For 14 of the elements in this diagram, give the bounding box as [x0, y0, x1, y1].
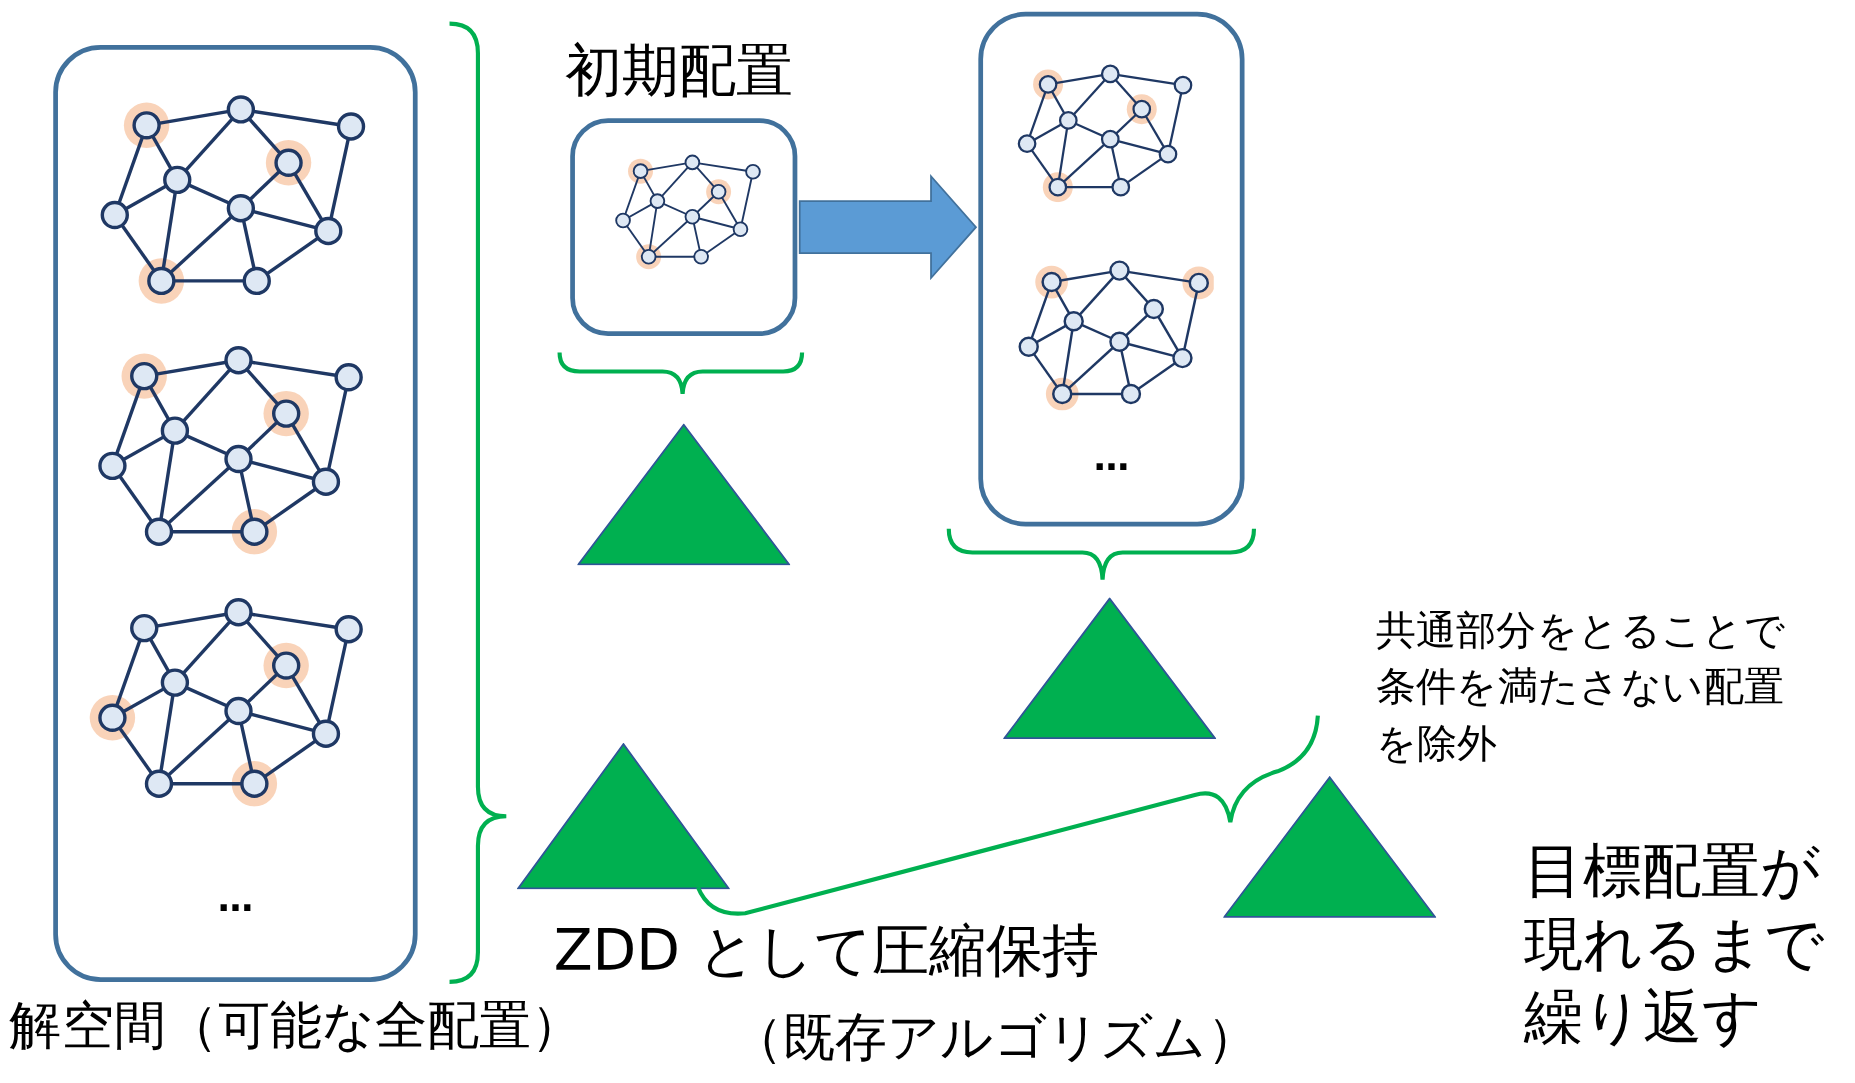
- annotation-text: 目標配置が現れるまで繰り返す: [1523, 835, 1826, 1054]
- caption-text: ZDD として圧縮保持: [553, 915, 1100, 986]
- triangle-shape: [1223, 776, 1437, 918]
- triangle-shape: [1003, 597, 1217, 740]
- triangle-shape: [516, 742, 730, 890]
- ellipsis-text: …: [216, 877, 255, 920]
- caption-text: （既存アルゴリズム）: [731, 1005, 1259, 1070]
- panel-frame: [978, 11, 1245, 527]
- panel-heading: 解空間（可能な全配置）: [9, 993, 584, 1058]
- ellipsis-text: …: [1092, 436, 1131, 478]
- annotation-text: 共通部分をとることで条件を満たさない配置を除外: [1375, 604, 1787, 769]
- triangle-shape: [577, 423, 791, 566]
- block-arrow: [798, 173, 978, 281]
- panel-heading: 初期配置: [565, 35, 793, 105]
